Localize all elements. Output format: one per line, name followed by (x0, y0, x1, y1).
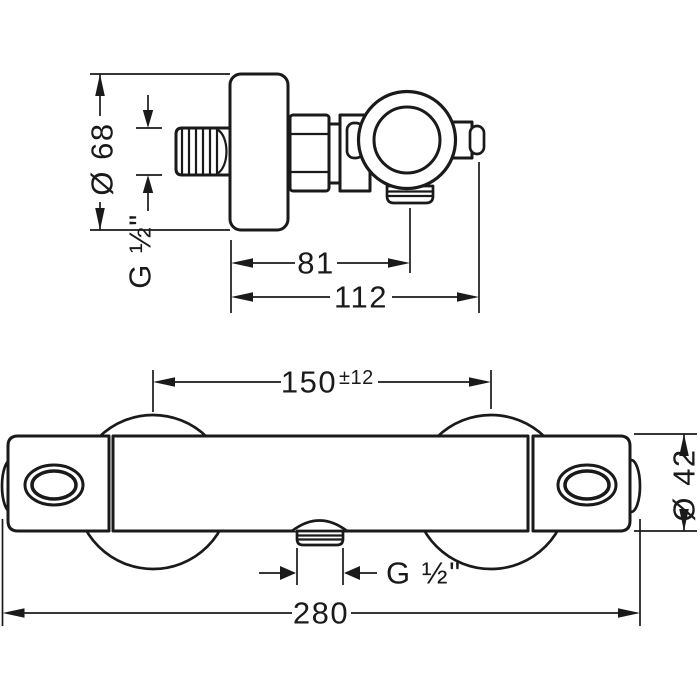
arrowhead-left (344, 566, 360, 580)
handle-grip-right (556, 463, 618, 507)
dim-label-end-diameter: Ø 42 (667, 448, 700, 521)
arrowhead-up (142, 175, 154, 193)
dim-connection-centers: 150 ±12 (152, 365, 492, 412)
arrowhead-right (457, 292, 479, 302)
side-cap-dome (468, 124, 486, 156)
dim-outlet-thread: G ½" (259, 548, 462, 591)
outlet-dome (291, 519, 348, 533)
dim-label-connection-tolerance: ±12 (339, 367, 374, 389)
handle-left (6, 434, 111, 533)
dim-end-diameter: Ø 42 (634, 433, 700, 532)
arrowhead-down (142, 110, 154, 128)
dim-label-outlet-thread: G ½" (386, 556, 462, 591)
side-view: Ø 68 G ½" 81 11 (85, 72, 486, 315)
arrowhead-left (2, 608, 25, 618)
grip-oval-outer (23, 463, 85, 507)
dim-plate-diameter: Ø 68 (85, 73, 230, 231)
arrowhead-up (679, 434, 689, 456)
dim-inlet-thread: G ½" (123, 95, 162, 289)
outlet-thread-block (295, 529, 345, 547)
grip-oval-inner (30, 469, 78, 501)
shower-outlet-stub (385, 184, 435, 205)
dim-label-connection-centers: 150 (281, 365, 337, 400)
front-view: 150 ±12 Ø 42 G ½" (0, 365, 700, 631)
inlet-nipple (174, 126, 232, 177)
grip-oval-inner (563, 469, 611, 501)
union-nut (288, 113, 331, 193)
dim-label-plate-diameter: Ø 68 (85, 122, 120, 195)
arrowhead-down (679, 509, 689, 531)
arrowhead-down (95, 208, 105, 230)
arrowhead-left (231, 292, 253, 302)
dim-wall-to-outlet: 81 (230, 208, 411, 313)
dim-label-inlet-thread: G ½" (123, 213, 158, 289)
arrowhead-left (153, 377, 175, 387)
mixer-body (111, 434, 530, 533)
arrowhead-right (388, 258, 410, 268)
dim-label-wall-to-front: 112 (334, 280, 388, 315)
outlet-stub-outline (385, 184, 435, 205)
shower-outlet (291, 519, 348, 547)
handle-grip-left (23, 463, 85, 507)
arrowhead-right (280, 566, 296, 580)
union-nut-body (288, 113, 331, 193)
dim-wall-to-front: 112 (231, 162, 480, 315)
thread-lines (180, 129, 219, 174)
arrowhead-right (469, 377, 491, 387)
dim-label-overall-width: 280 (293, 596, 349, 631)
handle-right (531, 434, 632, 533)
nipple-cone-arc (217, 129, 228, 174)
dim-label-wall-to-outlet: 81 (297, 246, 334, 281)
thermostat-knob-inner-ring (372, 105, 442, 175)
arrowhead-left (231, 258, 253, 268)
arrowhead-up (95, 74, 105, 96)
arrowhead-right (618, 608, 640, 618)
grip-oval-outer (556, 463, 618, 507)
collar (327, 122, 342, 185)
side-cap (450, 120, 486, 160)
wall-plate (228, 72, 290, 232)
dim-overall-width: 280 (1, 519, 641, 631)
